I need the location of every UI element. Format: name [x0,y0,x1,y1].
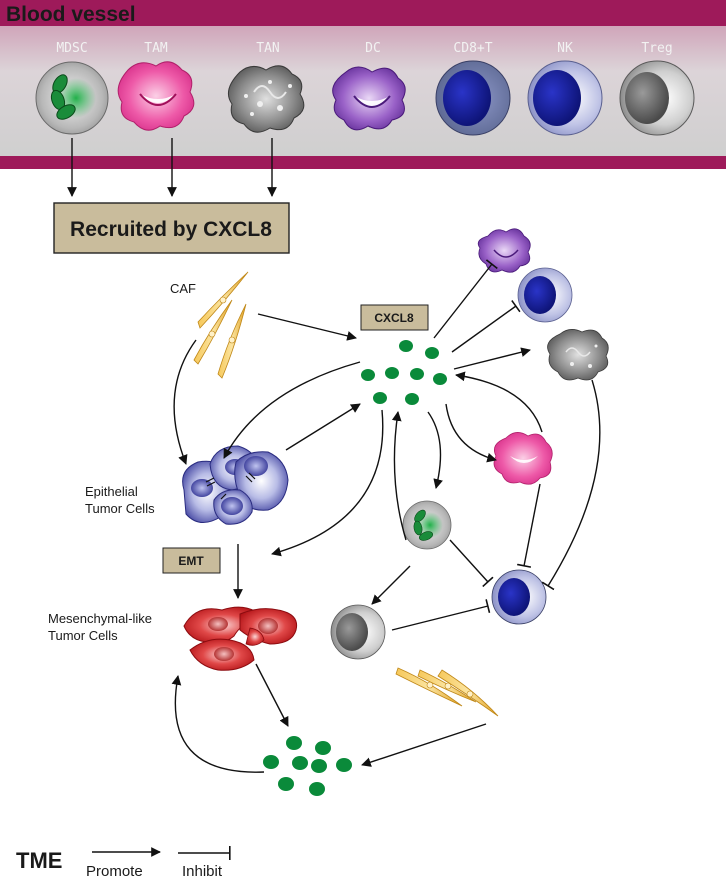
caf-label: CAF [170,281,196,296]
dc-cell-icon [332,66,406,131]
cxcl8-label: CXCL8 [374,311,414,325]
cd8t-cell-right-icon [491,569,547,625]
caf-cell-icon [193,271,249,379]
nk-cell-right-icon [517,267,573,323]
cell-label-mdsc: MDSC [56,41,87,56]
mesenchymal-tumor-cells-icon [183,606,298,671]
cell-label-cd8t: CD8+T [453,41,492,56]
legend-promote-label: Promote [86,863,143,880]
cell-label-nk: NK [557,41,573,56]
emt-box: EMT [162,547,221,574]
tan-cell-right-icon [547,329,609,381]
cxcl8-box: CXCL8 [360,304,429,331]
cell-label-tam: TAM [144,41,168,56]
vessel-cell-labels: MDSC TAM TAN DC CD8+T NK Treg [56,41,672,56]
epithelial-label-line2: Tumor Cells [85,501,155,516]
legend-title: TME [16,848,62,873]
nk-cell-icon [527,60,603,136]
cd8t-cell-icon [435,60,511,136]
caf-cell-bottom-icon [395,667,499,717]
cell-label-tan: TAN [256,41,279,56]
tam-cell-icon [117,61,195,131]
epithelial-tumor-cells-icon [182,445,289,525]
legend: TME Promote Inhibit [16,846,231,880]
cell-label-treg: Treg [641,41,672,56]
epithelial-label-line1: Epithelial [85,484,138,499]
mdsc-cell-icon [35,61,109,135]
recruitment-arrows [67,138,277,197]
inhibit-lines [391,259,601,631]
tam-cell-right-icon [493,432,553,485]
legend-inhibit-label: Inhibit [182,863,223,880]
tan-cell-icon [227,65,305,133]
treg-cell-right-icon [330,604,386,660]
recruited-by-cxcl8-label: Recruited by CXCL8 [70,218,272,241]
treg-cell-icon [619,60,695,136]
cell-label-dc: DC [365,41,381,56]
cxcl8-chemokine-cluster-bottom [263,736,352,796]
emt-label: EMT [178,554,204,568]
blood-vessel-title: Blood vessel [6,3,136,26]
dc-cell-right-icon [477,228,531,273]
mdsc-cell-right-icon [402,500,452,550]
mesenchymal-label-line1: Mesenchymal-like [48,611,152,626]
mesenchymal-label-line2: Tumor Cells [48,628,118,643]
promote-arrows [171,313,543,773]
recruited-by-cxcl8-box: Recruited by CXCL8 [53,202,290,254]
cxcl8-chemokine-cluster [361,340,447,405]
